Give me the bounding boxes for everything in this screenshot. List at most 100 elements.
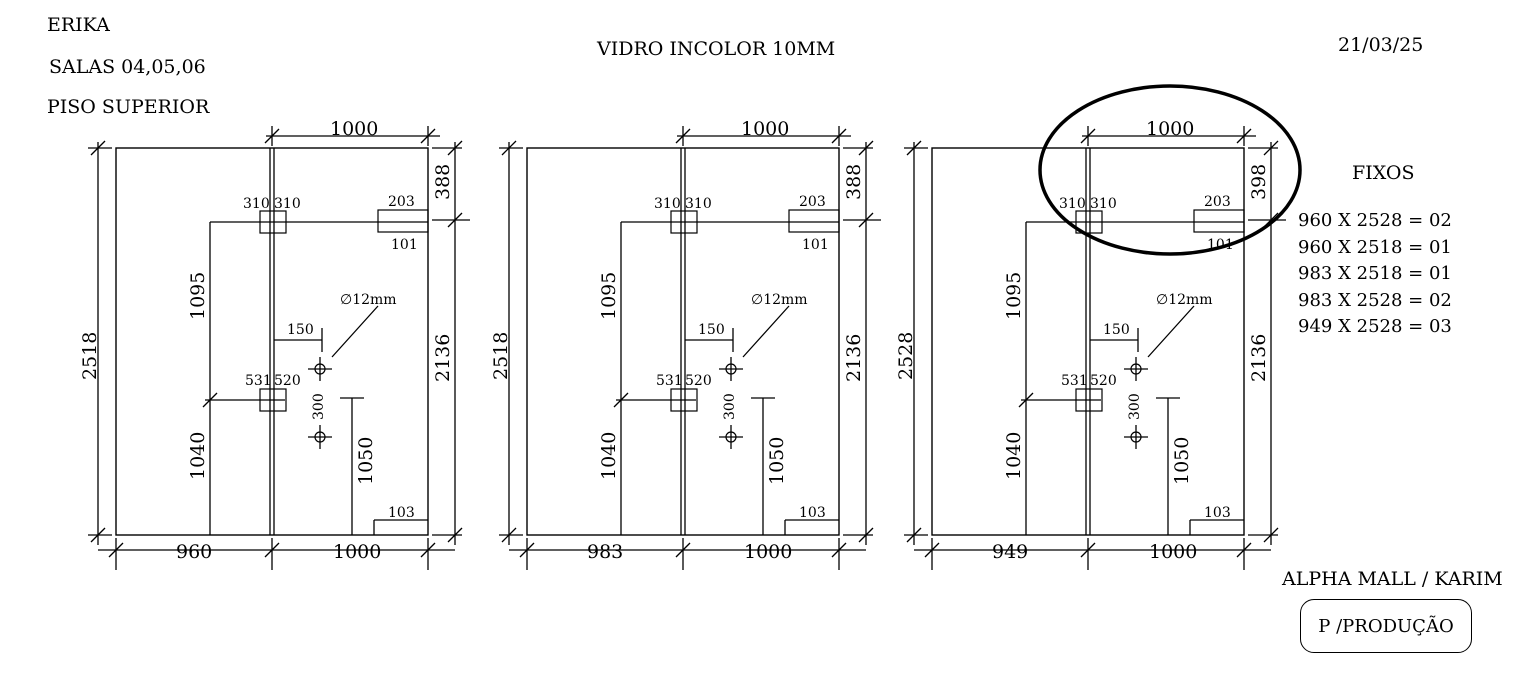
dim-tick — [1263, 527, 1279, 543]
dim-total-height: 2518 — [79, 332, 101, 380]
dim-top-width: 1000 — [741, 118, 789, 140]
fixos-item: 949 X 2528 = 03 — [1298, 316, 1452, 337]
dim-hole-diameter: ∅12mm — [751, 292, 808, 308]
dim-door-width: 1000 — [744, 541, 792, 563]
fixos-item: 960 X 2518 = 01 — [1298, 236, 1452, 258]
dim-handle-offset: 150 — [287, 322, 314, 338]
dim-right-height: 2136 — [843, 334, 865, 382]
material-label: VIDRO INCOLOR 10MM — [597, 38, 836, 60]
dim-handle-offset: 150 — [1103, 322, 1130, 338]
panel-outline — [526, 147, 840, 536]
fixos-item: 960 X 2528 = 02 — [1298, 210, 1452, 231]
dim-tick — [831, 128, 847, 144]
dim-tick — [1263, 140, 1279, 156]
dim-lower-height: 1040 — [1003, 432, 1025, 480]
panel-outline — [115, 147, 429, 536]
dim-right-height: 2136 — [432, 334, 454, 382]
project-label: ALPHA MALL / KARIM — [1282, 568, 1503, 590]
highlight-circle — [1038, 84, 1302, 256]
dim-tick — [613, 392, 629, 408]
leader-line — [742, 305, 790, 358]
rooms-label: SALAS 04,05,06 — [49, 56, 206, 78]
hinge-patch-top — [670, 210, 698, 234]
dim-door-width: 1000 — [333, 541, 381, 563]
dim-top-gap: 388 — [843, 164, 865, 200]
dim-total-height: 2518 — [490, 332, 512, 380]
dim-upper-height: 1095 — [187, 272, 209, 320]
lock-box — [377, 209, 429, 233]
dim-hinge-low-right: 520 — [1090, 373, 1117, 389]
dim-hinge-top-left: 310 — [1059, 196, 1086, 212]
dim-tick — [447, 527, 463, 543]
hinge-patch-top — [1075, 210, 1103, 234]
dim-tick — [1236, 128, 1252, 144]
dim-top-gap: 398 — [1248, 164, 1270, 200]
dim-door-width: 1000 — [1149, 541, 1197, 563]
fixos-item: 983 X 2518 = 01 — [1298, 263, 1452, 284]
dim-tick — [831, 542, 847, 558]
dim-fixed-width: 983 — [587, 541, 623, 563]
dim-lower-height: 1040 — [598, 432, 620, 480]
dim-tick — [501, 140, 517, 156]
dim-hinge-low-right: 520 — [274, 373, 301, 389]
dim-lock-width: 203 — [1204, 194, 1231, 210]
dim-hinge-top-right: 310 — [274, 196, 301, 212]
dim-top-width: 1000 — [1146, 118, 1194, 140]
dim-hole-spacing: 300 — [1127, 393, 1143, 420]
hinge-patch-low — [259, 388, 287, 412]
dim-hole-spacing: 300 — [722, 393, 738, 420]
dim-bottom-rail: 103 — [799, 505, 826, 521]
dim-tick — [858, 140, 874, 156]
dim-tick — [447, 212, 463, 228]
dim-fixed-width: 960 — [176, 541, 212, 563]
dim-tick — [1018, 392, 1034, 408]
dim-tick — [519, 542, 535, 558]
dim-handle-height: 1050 — [1171, 437, 1193, 485]
dim-tick — [264, 128, 280, 144]
dim-tick — [924, 542, 940, 558]
dim-tick — [264, 542, 280, 558]
dim-lock-height: 101 — [391, 237, 418, 253]
hinge-patch-top — [259, 210, 287, 234]
dim-hinge-low-left: 531 — [245, 373, 272, 389]
dim-hinge-top-left: 310 — [243, 196, 270, 212]
dim-hole-spacing: 300 — [311, 393, 327, 420]
lock-box — [1193, 209, 1245, 233]
dim-tick — [202, 392, 218, 408]
production-stamp-label: P /PRODUÇÃO — [1318, 615, 1454, 637]
dim-tick — [501, 527, 517, 543]
dim-tick — [447, 140, 463, 156]
lock-box — [788, 209, 840, 233]
dim-top-gap: 388 — [432, 164, 454, 200]
dim-tick — [906, 527, 922, 543]
dim-lock-height: 101 — [802, 237, 829, 253]
dim-right-height: 2136 — [1248, 334, 1270, 382]
hinge-patch-low — [670, 388, 698, 412]
dim-bottom-rail: 103 — [1204, 505, 1231, 521]
dim-tick — [108, 542, 124, 558]
dim-hinge-low-left: 531 — [656, 373, 683, 389]
fixos-item: 983 X 2528 = 02 — [1298, 289, 1452, 311]
dim-total-height: 2528 — [895, 332, 917, 380]
dim-hinge-top-right: 310 — [685, 196, 712, 212]
dim-hinge-top-right: 310 — [1090, 196, 1117, 212]
dim-hinge-low-right: 520 — [685, 373, 712, 389]
dim-tick — [1263, 212, 1279, 228]
dim-tick — [675, 128, 691, 144]
dim-tick — [858, 212, 874, 228]
dim-handle-height: 1050 — [766, 437, 788, 485]
dim-upper-height: 1095 — [1003, 272, 1025, 320]
dim-tick — [675, 542, 691, 558]
date-label: 21/03/25 — [1338, 34, 1424, 56]
fixos-list: 960 X 2528 = 02 960 X 2518 = 01 983 X 25… — [1298, 208, 1452, 341]
dim-tick — [858, 527, 874, 543]
hinge-patch-low — [1075, 388, 1103, 412]
leader-line — [1147, 305, 1195, 358]
dim-hinge-low-left: 531 — [1061, 373, 1088, 389]
dim-tick — [906, 140, 922, 156]
dim-handle-height: 1050 — [355, 437, 377, 485]
